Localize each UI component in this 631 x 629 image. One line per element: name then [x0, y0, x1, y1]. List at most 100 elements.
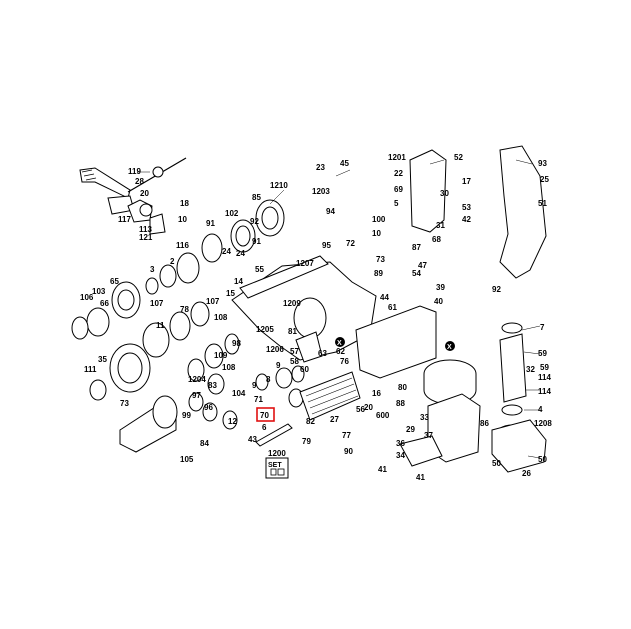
label-20: 20 [140, 189, 149, 198]
label-10: 10 [178, 215, 187, 224]
label-1201: 1201 [388, 153, 406, 162]
label-99: 99 [182, 411, 191, 420]
label-114: 114 [538, 373, 551, 382]
label-109: 109 [214, 351, 228, 360]
label-116: 116 [176, 241, 189, 250]
side-handle [79, 157, 187, 235]
label-11: 11 [156, 321, 165, 330]
label-3: 3 [150, 265, 155, 274]
label-30: 30 [440, 189, 449, 198]
label-22: 22 [394, 169, 403, 178]
label-1209: 1209 [283, 299, 301, 308]
label-10b: 10 [372, 229, 381, 238]
label-32: 32 [526, 365, 535, 374]
label-15: 15 [226, 289, 235, 298]
label-111: 111 [84, 365, 97, 374]
label-1204: 1204 [188, 375, 206, 384]
label-55: 55 [255, 265, 264, 274]
label-59b: 59 [540, 363, 549, 372]
label-73b: 73 [376, 255, 385, 264]
label-91: 91 [252, 237, 261, 246]
label-104: 104 [232, 389, 246, 398]
label-107: 107 [150, 299, 164, 308]
leader-lines [137, 159, 541, 459]
label-40: 40 [434, 297, 443, 306]
label-90: 90 [344, 447, 353, 456]
label-1210: 1210 [270, 181, 288, 190]
label-1205: 1205 [256, 325, 274, 334]
label-23: 23 [316, 163, 325, 172]
label-105: 105 [180, 455, 194, 464]
label-26: 26 [522, 469, 531, 478]
label-103: 103 [92, 287, 106, 296]
label-33: 33 [420, 413, 429, 422]
label-95: 95 [322, 241, 331, 250]
label-63: 63 [318, 349, 327, 358]
reference-markers: X X [335, 337, 455, 351]
label-73: 73 [120, 399, 129, 408]
gear-housing [231, 255, 377, 363]
label-108: 108 [214, 313, 228, 322]
label-27: 27 [330, 415, 339, 424]
main-handle [409, 145, 547, 279]
label-57: 57 [290, 347, 299, 356]
label-14: 14 [234, 277, 243, 286]
label-50: 50 [538, 455, 547, 464]
label-107: 107 [206, 297, 220, 306]
field-housing [491, 419, 547, 473]
label-600: 600 [376, 411, 390, 420]
label-66: 66 [100, 299, 109, 308]
part-70-shaft [255, 423, 293, 447]
label-7: 7 [540, 323, 545, 332]
label-106: 106 [80, 293, 94, 302]
cover-plate [299, 371, 361, 421]
label-1208: 1208 [534, 419, 552, 428]
set-label: SET [268, 462, 282, 469]
label-1200: 1200 [268, 449, 286, 458]
label-39: 39 [436, 283, 445, 292]
label-92: 92 [250, 217, 259, 226]
label-82: 82 [306, 417, 315, 426]
highlight-callout-70: 70 [256, 407, 275, 422]
label-97: 97 [192, 391, 201, 400]
label-25: 25 [540, 175, 549, 184]
label-2: 2 [170, 257, 175, 266]
label-93: 93 [538, 159, 547, 168]
label-54: 54 [412, 269, 421, 278]
label-5: 5 [394, 199, 399, 208]
label-114b: 114 [538, 387, 551, 396]
label-83: 83 [208, 381, 217, 390]
label-1206: 1206 [266, 345, 284, 354]
label-113: 113 [139, 225, 152, 234]
label-6: 6 [262, 423, 267, 432]
part-labels: 119 28 20 117 113 121 18 10 116 91 102 8… [80, 153, 552, 482]
label-87: 87 [412, 243, 421, 252]
label-35: 35 [98, 355, 107, 364]
label-36: 36 [396, 439, 405, 448]
label-91: 91 [206, 219, 215, 228]
label-51: 51 [538, 199, 547, 208]
label-92: 92 [492, 285, 501, 294]
label-102: 102 [225, 209, 239, 218]
label-58: 58 [290, 357, 299, 366]
label-31: 31 [436, 221, 445, 230]
label-81: 81 [288, 327, 297, 336]
label-52: 52 [454, 153, 463, 162]
label-56: 56 [356, 405, 365, 414]
label-88: 88 [396, 399, 405, 408]
label-108b: 108 [222, 363, 236, 372]
label-41b: 41 [416, 473, 425, 482]
label-60: 60 [300, 365, 309, 374]
label-72: 72 [346, 239, 355, 248]
label-44: 44 [380, 293, 389, 302]
label-29: 29 [406, 425, 415, 434]
label-117: 117 [118, 215, 131, 224]
label-34: 34 [396, 451, 405, 460]
label-28: 28 [135, 177, 144, 186]
label-119: 119 [128, 167, 141, 176]
label-8: 8 [266, 375, 271, 384]
label-121: 121 [139, 233, 153, 242]
label-24: 24 [222, 247, 231, 256]
label-80: 80 [398, 383, 407, 392]
